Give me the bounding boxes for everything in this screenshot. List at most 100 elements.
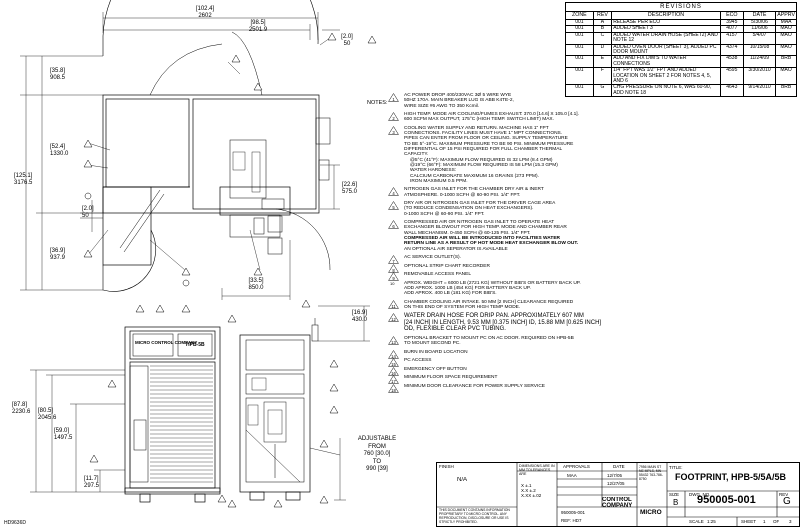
title-block-grid (437, 463, 799, 526)
revision-eco: 4595 (719, 67, 744, 86)
note-line: ON THIS END OF SYSTEM FOR HIGH TEMP MODE… (404, 304, 521, 310)
dwg-no-label: DWG. NO. (689, 492, 711, 497)
note-triangle-icon: 14 (388, 349, 399, 359)
front-vents (150, 365, 213, 483)
revision-apprv: MAO (775, 31, 797, 45)
note-line: NITROGEN GAS INLET FOR THE CHAMBER DRY A… (404, 187, 544, 193)
revision-rev: E (592, 55, 613, 69)
note-triangle-icon: 18 (388, 383, 399, 393)
note-line: 0-1000 SCFH @ 60-90 PSI. 1/4" FPT. (404, 211, 485, 217)
svg-text:17: 17 (391, 379, 396, 384)
dim-front-80-mm: 2045.6 (38, 415, 57, 421)
note-line: @5°C (41°F): MAXIMUM FLOW REQUIRED IS 32… (410, 157, 553, 163)
dim-left-lower-mm: 937.9 (50, 255, 66, 261)
revision-rev: D (592, 43, 613, 57)
drawing-title: FOOTPRINT, HPB-5/5A/5B (675, 472, 787, 482)
sheet-label: SHEET (741, 519, 757, 524)
dim-mid-small-mm: 50 (82, 213, 89, 219)
note-line: CHAMBER COOLING AIR INTAKE. 50 MM [2 INC… (404, 299, 574, 305)
note-line: CALCIUM CARBONATE MAXIMUM 16 GRAINS (273… (410, 173, 539, 179)
dim-front-87-mm: 2230.6 (12, 409, 31, 415)
company-address: 7956 MAIN ST NE MPLS, MN 55432 763-786-8… (639, 465, 663, 481)
adjustable-note: ADJUSTABLE FROM 760 [30.0] TO 990 [39] (355, 436, 399, 474)
dim-left-lower-in: [36.9] (50, 248, 65, 254)
title-label: TITLE: (669, 465, 683, 470)
svg-text:18: 18 (391, 387, 396, 392)
svg-text:12: 12 (391, 317, 396, 322)
dim-left-total-mm: 3176.5 (14, 180, 33, 186)
svg-text:16: 16 (391, 370, 396, 375)
dim-top-inner-in: [98.5] (250, 20, 265, 26)
dwg-number: 950005-001 (697, 494, 756, 506)
approvals-label: APPROVALS (563, 464, 590, 469)
revision-apprv: BRB (775, 84, 797, 98)
note-triangle-icon: 9 (388, 272, 399, 281)
note-line: EXCHANGER BLOWOUT FOR HIGH TEMP. MODE AN… (404, 225, 567, 231)
revision-date: 11/6/06 (742, 25, 777, 33)
revision-eco: 4538 (719, 55, 744, 69)
sheet-total: 3 (789, 519, 792, 524)
note-line: COMPRESSED AIR WILL BE INTRODUCED INTO F… (404, 236, 560, 242)
front-view (124, 318, 341, 503)
tolerance-3: X.XX ±.02 (521, 493, 542, 499)
note-triangle-icon: 1 (388, 93, 399, 102)
dim-left-total-in: [125.1] (14, 173, 33, 179)
svg-text:4: 4 (392, 191, 395, 196)
revision-date: 3/30/2010 (742, 67, 777, 86)
front-dimensions (30, 305, 370, 501)
dim-left-upper-mm: 908.5 (50, 75, 66, 81)
dim-right-22-in: [22.6] (342, 182, 357, 188)
note-line: EMERGENCY OFF BUTTON (404, 366, 467, 372)
revision-eco: 4157 (719, 31, 744, 45)
dim-left-mid-mm: 1330.0 (50, 151, 69, 157)
revision-zone: 001 (565, 55, 594, 69)
note-line: CAPACITY. (404, 152, 429, 158)
corner-id: HD9636D (4, 520, 26, 526)
revision-date: 9/14/2010 (742, 84, 777, 98)
revision-eco: 4643 (719, 84, 744, 98)
revision-desc: CHG PRESSURE ON NOTE 6, WAS 60-90, ADD N… (611, 84, 721, 98)
plan-dimensions (20, 12, 340, 300)
size-value: B (673, 498, 679, 507)
note-line: WATER DRAIN HOSE FOR DRIP PAN. APPROXIMA… (404, 313, 584, 320)
note-line: [24 INCH] IN LENGTH, 9.53 MM [0.375 INCH… (404, 319, 602, 326)
reference: REF: HD7 (561, 518, 582, 523)
note-number: 10 (390, 280, 395, 286)
note-triangle-icon: 7 (388, 255, 399, 264)
title-block: FINISH N/A THIS DOCUMENT CONTAINS INFORM… (436, 462, 800, 527)
svg-text:2: 2 (392, 116, 395, 121)
company-logo-block: CONTROL COMPANY (602, 497, 666, 509)
note-line: MINIMUM DOOR CLEARANCE FOR POWER SUPPLY … (404, 383, 545, 389)
revision-zone: 001 (565, 67, 594, 86)
svg-text:8: 8 (392, 267, 395, 272)
svg-text:9: 9 (392, 276, 395, 281)
dim-top-width-in: [102.4] (196, 6, 215, 12)
note-line: COOLING WATER SUPPLY AND RETURN. MACHINE… (404, 125, 549, 131)
dim-mid-small-in: [2.0] (82, 206, 94, 212)
note-triangle-icon: 5 (388, 201, 399, 210)
svg-text:7: 7 (392, 259, 395, 264)
revision-rev: G (592, 84, 613, 98)
company-logo: MICRO (640, 509, 662, 516)
dim-front-80-in: [80.5] (38, 408, 53, 414)
revision-apprv: MAO (775, 43, 797, 57)
revision-eco: 4374 (719, 43, 744, 57)
note-line: OPTIONAL BRACKET TO MOUNT PC ON AC DOOR.… (404, 335, 574, 341)
dim-bottom-33-mm: 850.0 (248, 285, 264, 291)
revisions-title: REVISIONS (565, 2, 797, 11)
revision-desc: ADDED WATER DRAIN HOSE (SHEET2) AND NOTE… (611, 31, 721, 45)
note-line: DIFFERENTIAL OF 15 PSI REQUIRED FOR FULL… (404, 147, 563, 153)
note-line: @19°C (66°F): MAXIMUM FLOW REQUIRED IS 5… (410, 162, 558, 168)
dim-front-87-in: [87.8] (12, 402, 27, 408)
note-line: PC ACCESS (404, 358, 432, 364)
note-line: IRON MAXIMUM 0.5 PPM. (410, 178, 468, 184)
revision-date: 11/24/09 (742, 55, 777, 69)
revision-desc: 1/4" FPT WAS 1/2" FPT AND ADDED LOCATION… (611, 67, 721, 86)
